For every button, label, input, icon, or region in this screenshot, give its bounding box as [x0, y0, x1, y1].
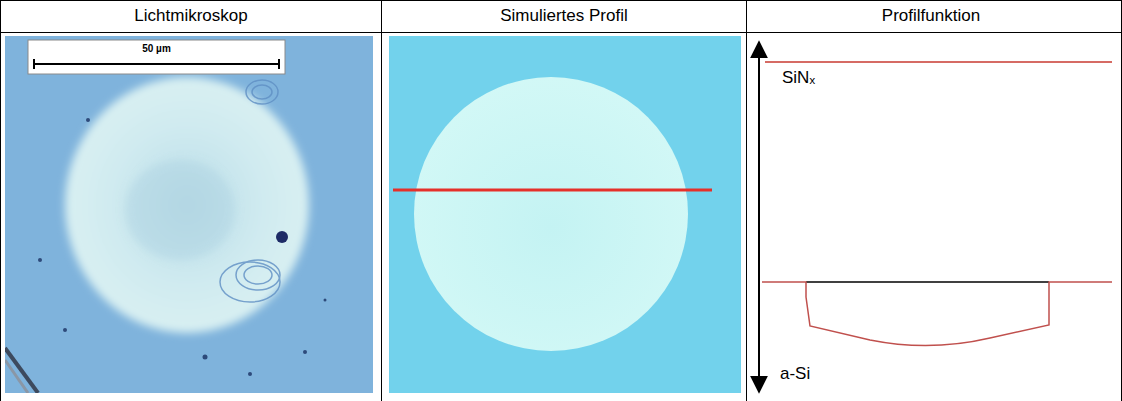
scale-label: 50 µm [28, 43, 285, 55]
header-cell: Lichtmikroskop [1, 6, 381, 26]
simulated-profile [389, 36, 741, 393]
profile-function [759, 42, 1112, 392]
header-cell: Profilfunktion [744, 6, 1118, 26]
header-cell: Simuliertes Profil [382, 6, 746, 26]
microscope-photo [5, 36, 373, 393]
layer-label: a-Si [780, 364, 810, 384]
layer-label: SiNₓ [782, 68, 815, 88]
